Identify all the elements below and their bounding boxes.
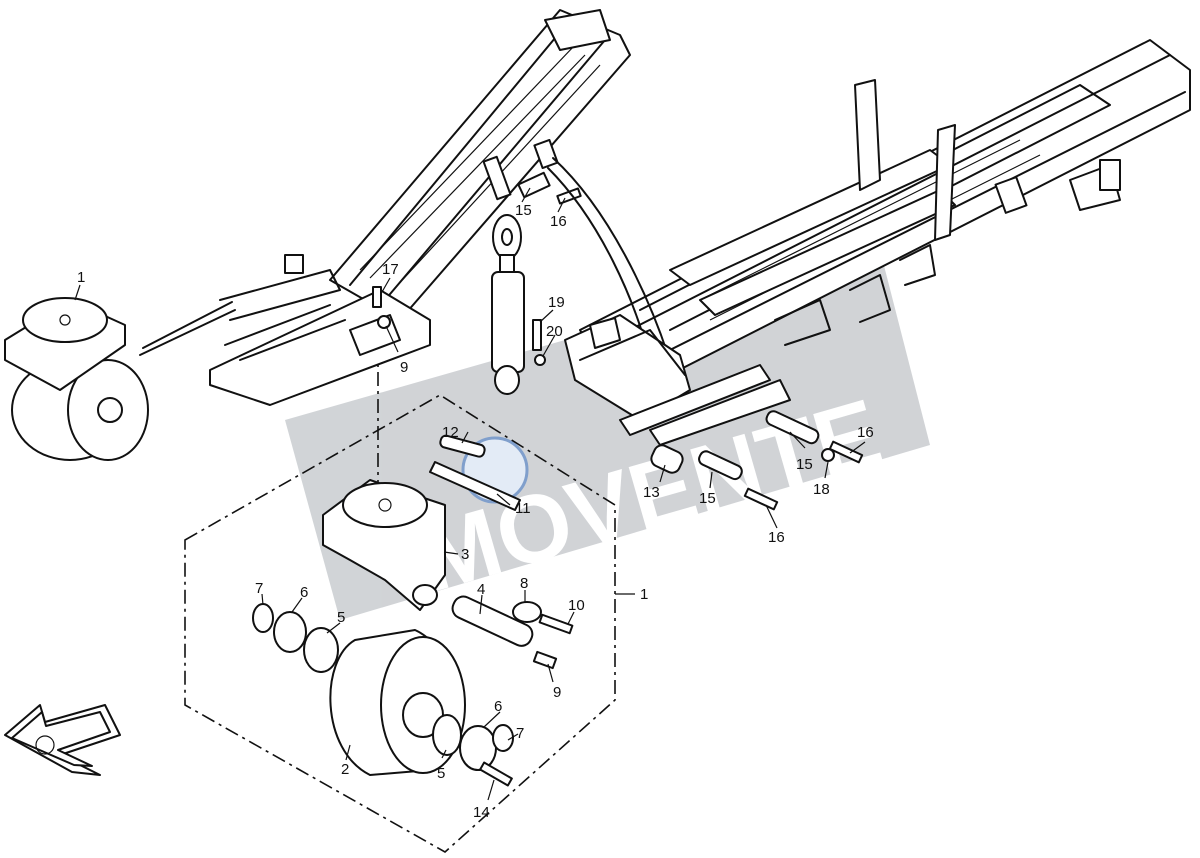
pin-15-right — [765, 410, 820, 445]
bearing-5-left — [303, 627, 339, 673]
bolt-16-right — [828, 440, 864, 464]
bolt-16-lower — [743, 487, 779, 511]
callout-6: 6 — [494, 698, 502, 715]
callout-7: 7 — [516, 725, 524, 742]
pin-15-lower — [698, 450, 743, 481]
callout-20: 20 — [546, 323, 563, 340]
roller-bracket-3 — [322, 479, 446, 611]
cylinder-bracket — [482, 155, 512, 201]
callout-11: 11 — [515, 500, 531, 517]
bolt-19 — [532, 319, 542, 351]
callout-18: 18 — [813, 481, 830, 498]
connection-line-1 — [552, 157, 669, 356]
connection-line-roller-2 — [142, 301, 233, 349]
callout-15: 15 — [699, 490, 716, 507]
roller-icon — [4, 297, 149, 461]
callout-9: 9 — [553, 684, 561, 701]
seal-7-left — [252, 603, 274, 633]
leader-lines — [74, 187, 866, 801]
linkage — [564, 314, 791, 446]
callout-labels: 1 1 2 3 4 5 5 6 6 7 7 8 9 9 10 11 12 13 … — [77, 202, 874, 821]
grease-nipple-9-top — [377, 315, 391, 329]
callout-9: 9 — [400, 359, 408, 376]
callout-13: 13 — [643, 484, 660, 501]
tilt-frame — [329, 9, 631, 321]
upper-bracket — [533, 138, 559, 170]
roller-assembly-boundary — [184, 394, 616, 853]
callout-16: 16 — [768, 529, 785, 546]
seal-7-right — [492, 724, 514, 752]
direction-arrow-icon — [4, 704, 121, 776]
axle-4 — [451, 595, 534, 647]
bolt-14 — [479, 761, 513, 787]
callout-15: 15 — [515, 202, 532, 219]
callout-1: 1 — [77, 269, 85, 286]
callout-1: 1 — [640, 586, 648, 603]
callout-5: 5 — [437, 765, 445, 782]
housing-6-left — [273, 611, 307, 653]
bushing-13 — [650, 444, 684, 474]
housing-6-right — [459, 725, 497, 771]
nut-20 — [534, 354, 546, 366]
callout-14: 14 — [473, 804, 490, 821]
callout-2: 2 — [341, 761, 349, 778]
callout-10: 10 — [568, 597, 585, 614]
callout-4: 4 — [477, 581, 485, 598]
grease-nipple-9-lower — [532, 650, 558, 670]
callout-16: 16 — [857, 424, 874, 441]
bearing-5-right — [432, 714, 462, 756]
callout-12: 12 — [442, 424, 459, 441]
hydraulic-cylinder-icon — [491, 214, 525, 395]
callout-15: 15 — [796, 456, 813, 473]
mounting-plate-11 — [429, 461, 521, 511]
axle-cap-8 — [512, 601, 542, 623]
callout-19: 19 — [548, 294, 565, 311]
nut-18 — [821, 448, 835, 462]
callout-5: 5 — [337, 609, 345, 626]
callout-16: 16 — [550, 213, 567, 230]
pin-bushing — [517, 171, 551, 199]
callout-6: 6 — [300, 584, 308, 601]
callout-3: 3 — [461, 546, 469, 563]
callout-7: 7 — [255, 580, 263, 597]
callout-8: 8 — [520, 575, 528, 592]
bolt-17 — [372, 286, 382, 308]
bolt-10 — [538, 613, 574, 635]
bolt-16-top — [556, 187, 582, 205]
connection-line-roller — [139, 309, 236, 356]
callout-17: 17 — [382, 261, 399, 278]
